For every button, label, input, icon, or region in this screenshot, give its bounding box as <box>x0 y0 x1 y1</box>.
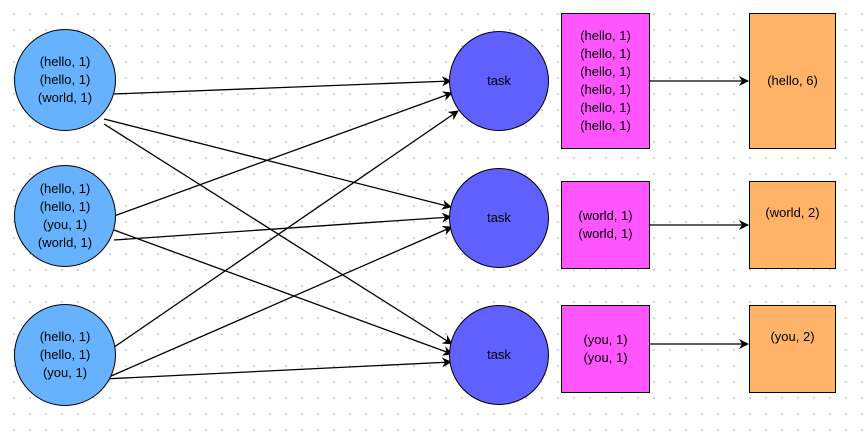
input-node-3: (hello, 1) (hello, 1) (you, 1) <box>14 304 116 406</box>
edge-input2-task2 <box>113 212 452 241</box>
edge-input2-task3 <box>113 229 453 356</box>
task-node-2: task <box>449 168 549 268</box>
group-line: (hello, 1) <box>580 82 631 97</box>
edge-input2-task1 <box>113 91 453 217</box>
result-label: (you, 2) <box>770 329 815 344</box>
input-node-line: (hello, 1) <box>39 54 91 69</box>
edge-input3-task3 <box>103 357 452 380</box>
edge-input1-task1 <box>113 76 452 95</box>
input-node-line: (world, 1) <box>37 90 93 105</box>
result-label: (hello, 6) <box>767 73 818 88</box>
edge-input3-task2 <box>101 226 453 381</box>
input-node-line: (hello, 1) <box>39 347 91 362</box>
input-node-line: (you, 1) <box>42 217 88 232</box>
group-box-world: (world, 1) (world, 1) <box>561 181 650 269</box>
task-node-3: task <box>449 305 549 405</box>
input-node-line: (world, 1) <box>37 235 93 250</box>
input-node-line: (hello, 1) <box>39 181 91 196</box>
task-label: task <box>487 347 511 362</box>
group-line: (hello, 1) <box>580 64 631 79</box>
result-box-world: (world, 2) <box>749 181 836 269</box>
task-label: task <box>487 210 511 225</box>
group-box-hello: (hello, 1) (hello, 1) (hello, 1) (hello,… <box>561 13 650 149</box>
edge-input1-task2 <box>103 118 452 210</box>
group-line: (hello, 1) <box>580 46 631 61</box>
input-node-line: (hello, 1) <box>39 199 91 214</box>
group-line: (hello, 1) <box>580 100 631 115</box>
result-box-hello: (hello, 6) <box>749 13 836 149</box>
result-label: (world, 2) <box>765 205 820 220</box>
group-line: (you, 1) <box>583 332 628 347</box>
group-box-you: (you, 1) (you, 1) <box>561 305 650 393</box>
input-node-1: (hello, 1) (hello, 1) (world, 1) <box>14 29 116 131</box>
group-line: (you, 1) <box>583 350 628 365</box>
group-line: (world, 1) <box>578 226 633 241</box>
task-node-1: task <box>449 31 549 131</box>
input-node-2: (hello, 1) (hello, 1) (you, 1) (world, 1… <box>14 165 116 267</box>
group-line: (hello, 1) <box>580 118 631 133</box>
input-node-line: (hello, 1) <box>39 329 91 344</box>
result-box-you: (you, 2) <box>749 305 836 393</box>
task-label: task <box>487 73 511 88</box>
input-node-line: (hello, 1) <box>39 72 91 87</box>
edge-input3-task1 <box>87 110 459 366</box>
group-line: (hello, 1) <box>580 28 631 43</box>
input-node-line: (you, 1) <box>42 365 88 380</box>
group-line: (world, 1) <box>578 208 633 223</box>
